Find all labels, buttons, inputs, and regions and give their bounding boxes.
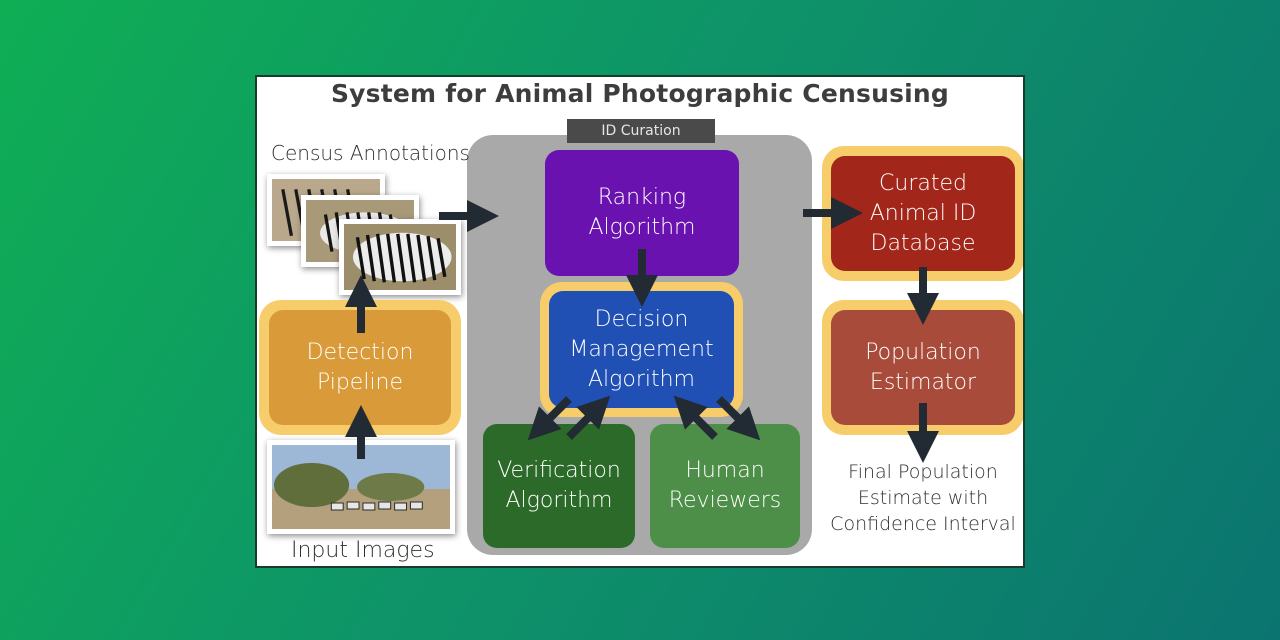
decision-management-node: Decision Management Algorithm: [549, 291, 734, 408]
human-reviewers-node: Human Reviewers: [650, 424, 800, 548]
arrow-decision-to-verification: [527, 396, 572, 441]
arrow-decision-to-human: [716, 396, 761, 441]
population-estimator-node: Population Estimator: [831, 310, 1015, 425]
id-curation-label: ID Curation: [567, 119, 715, 143]
census-annotations-label: Census Annotations: [271, 141, 470, 165]
diagram-slide: System for Animal Photographic Censusing…: [255, 75, 1025, 568]
arrows-layer: [345, 197, 939, 463]
input-images-label: Input Images: [291, 538, 435, 563]
final-estimate-label: Final Population Estimate with Confidenc…: [830, 461, 1016, 535]
diagram-title: System for Animal Photographic Censusing: [330, 79, 950, 108]
verification-algorithm-node: Verification Algorithm: [483, 424, 635, 548]
arrow-human-to-decision: [673, 395, 718, 440]
curated-database-node: Curated Animal ID Database: [831, 156, 1015, 271]
arrow-verification-to-decision: [566, 395, 611, 440]
